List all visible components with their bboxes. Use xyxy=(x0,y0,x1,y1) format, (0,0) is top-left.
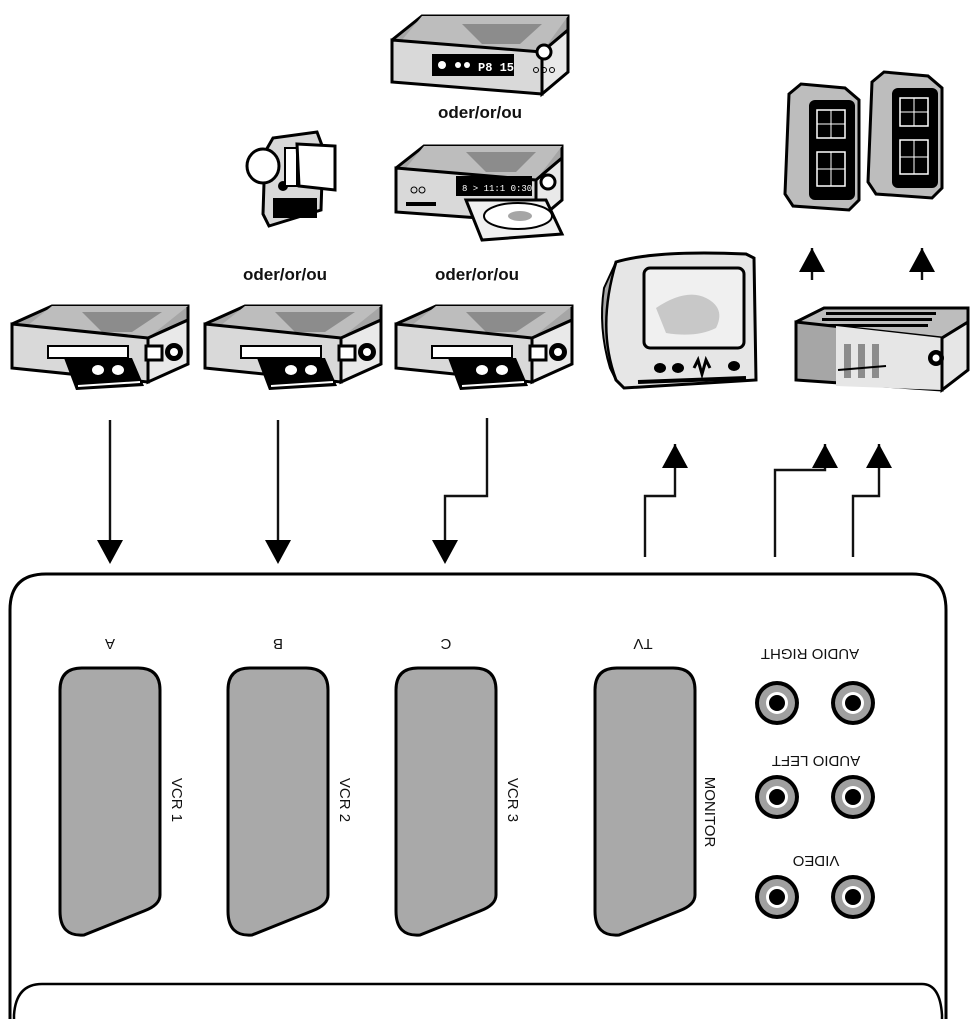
port-name-monitor: MONITOR xyxy=(701,777,718,848)
tv-icon xyxy=(601,251,758,390)
arrow-tv-out-to-tv xyxy=(643,444,688,557)
or-label-receiver: oder/or/ou xyxy=(438,103,522,122)
panel-inner-edge xyxy=(12,982,944,1019)
dvd-player-icon: 8 > 11:1 0:30 xyxy=(394,144,565,242)
audio-right-label: AUDIO RIGHT xyxy=(761,645,859,662)
rca-jack-video-1 xyxy=(755,875,799,919)
receiver-icon: P8 15 xyxy=(390,14,570,98)
port-label-tv: TV xyxy=(633,635,652,652)
arrow-line xyxy=(443,418,489,540)
port-label-b: B xyxy=(273,635,283,652)
rca-jack-audio-right-1 xyxy=(755,681,799,725)
arrow-head-up-icon xyxy=(812,444,838,468)
arrow-audio-left-to-amp xyxy=(773,444,838,557)
arrow-head-up-icon xyxy=(662,444,688,468)
vcr-1-icon xyxy=(10,304,190,392)
left-speaker-icon xyxy=(783,82,861,212)
scart-port-vcr1 xyxy=(58,666,162,937)
arrow-audio-right-to-amp xyxy=(851,444,892,557)
port-name-vcr2: VCR 2 xyxy=(336,778,353,822)
connection-arrows xyxy=(97,248,935,564)
arrow-head-down-icon xyxy=(97,540,123,564)
rca-jack-video-2 xyxy=(831,875,875,919)
arrow-line xyxy=(643,444,677,557)
arrow-head-down-icon xyxy=(432,540,458,564)
vcr-2-icon xyxy=(203,304,383,392)
rca-jack-audio-right-2 xyxy=(831,681,875,725)
port-name-vcr1: VCR 1 xyxy=(168,778,185,822)
arrow-head-up-icon xyxy=(799,248,825,272)
arrow-amp-to-left-speaker xyxy=(799,248,825,280)
arrow-vcr3-to-c xyxy=(432,418,489,564)
switch-panel: A B C TV VCR 1 VCR 2 VCR 3 MONITOR AUDIO… xyxy=(8,572,948,1019)
port-label-c: C xyxy=(440,635,451,652)
arrow-line xyxy=(851,444,881,557)
arrow-amp-to-right-speaker xyxy=(909,248,935,280)
rca-jack-audio-left-2 xyxy=(831,775,875,819)
scart-port-vcr3 xyxy=(394,666,498,937)
arrow-head-up-icon xyxy=(866,444,892,468)
arrow-vcr2-to-b xyxy=(265,420,291,564)
vcr-3-icon xyxy=(394,304,574,392)
or-label-camcorder: oder/or/ou xyxy=(243,265,327,284)
rca-jack-audio-left-1 xyxy=(755,775,799,819)
amplifier-icon xyxy=(794,306,970,394)
scart-port-vcr2 xyxy=(226,666,330,937)
right-speaker-icon xyxy=(866,70,944,200)
video-label: VIDEO xyxy=(793,852,840,869)
camcorder-icon xyxy=(245,130,337,228)
port-name-vcr3: VCR 3 xyxy=(504,778,521,822)
arrow-head-down-icon xyxy=(265,540,291,564)
dvd-display: 8 > 11:1 0:30 xyxy=(462,184,532,194)
port-label-a: A xyxy=(105,635,115,652)
or-label-dvd: oder/or/ou xyxy=(435,265,519,284)
receiver-display: P8 15 xyxy=(478,61,514,75)
audio-left-label: AUDIO LEFT xyxy=(772,752,860,769)
arrow-vcr1-to-a xyxy=(97,420,123,564)
arrow-head-up-icon xyxy=(909,248,935,272)
scart-port-monitor xyxy=(593,666,697,937)
